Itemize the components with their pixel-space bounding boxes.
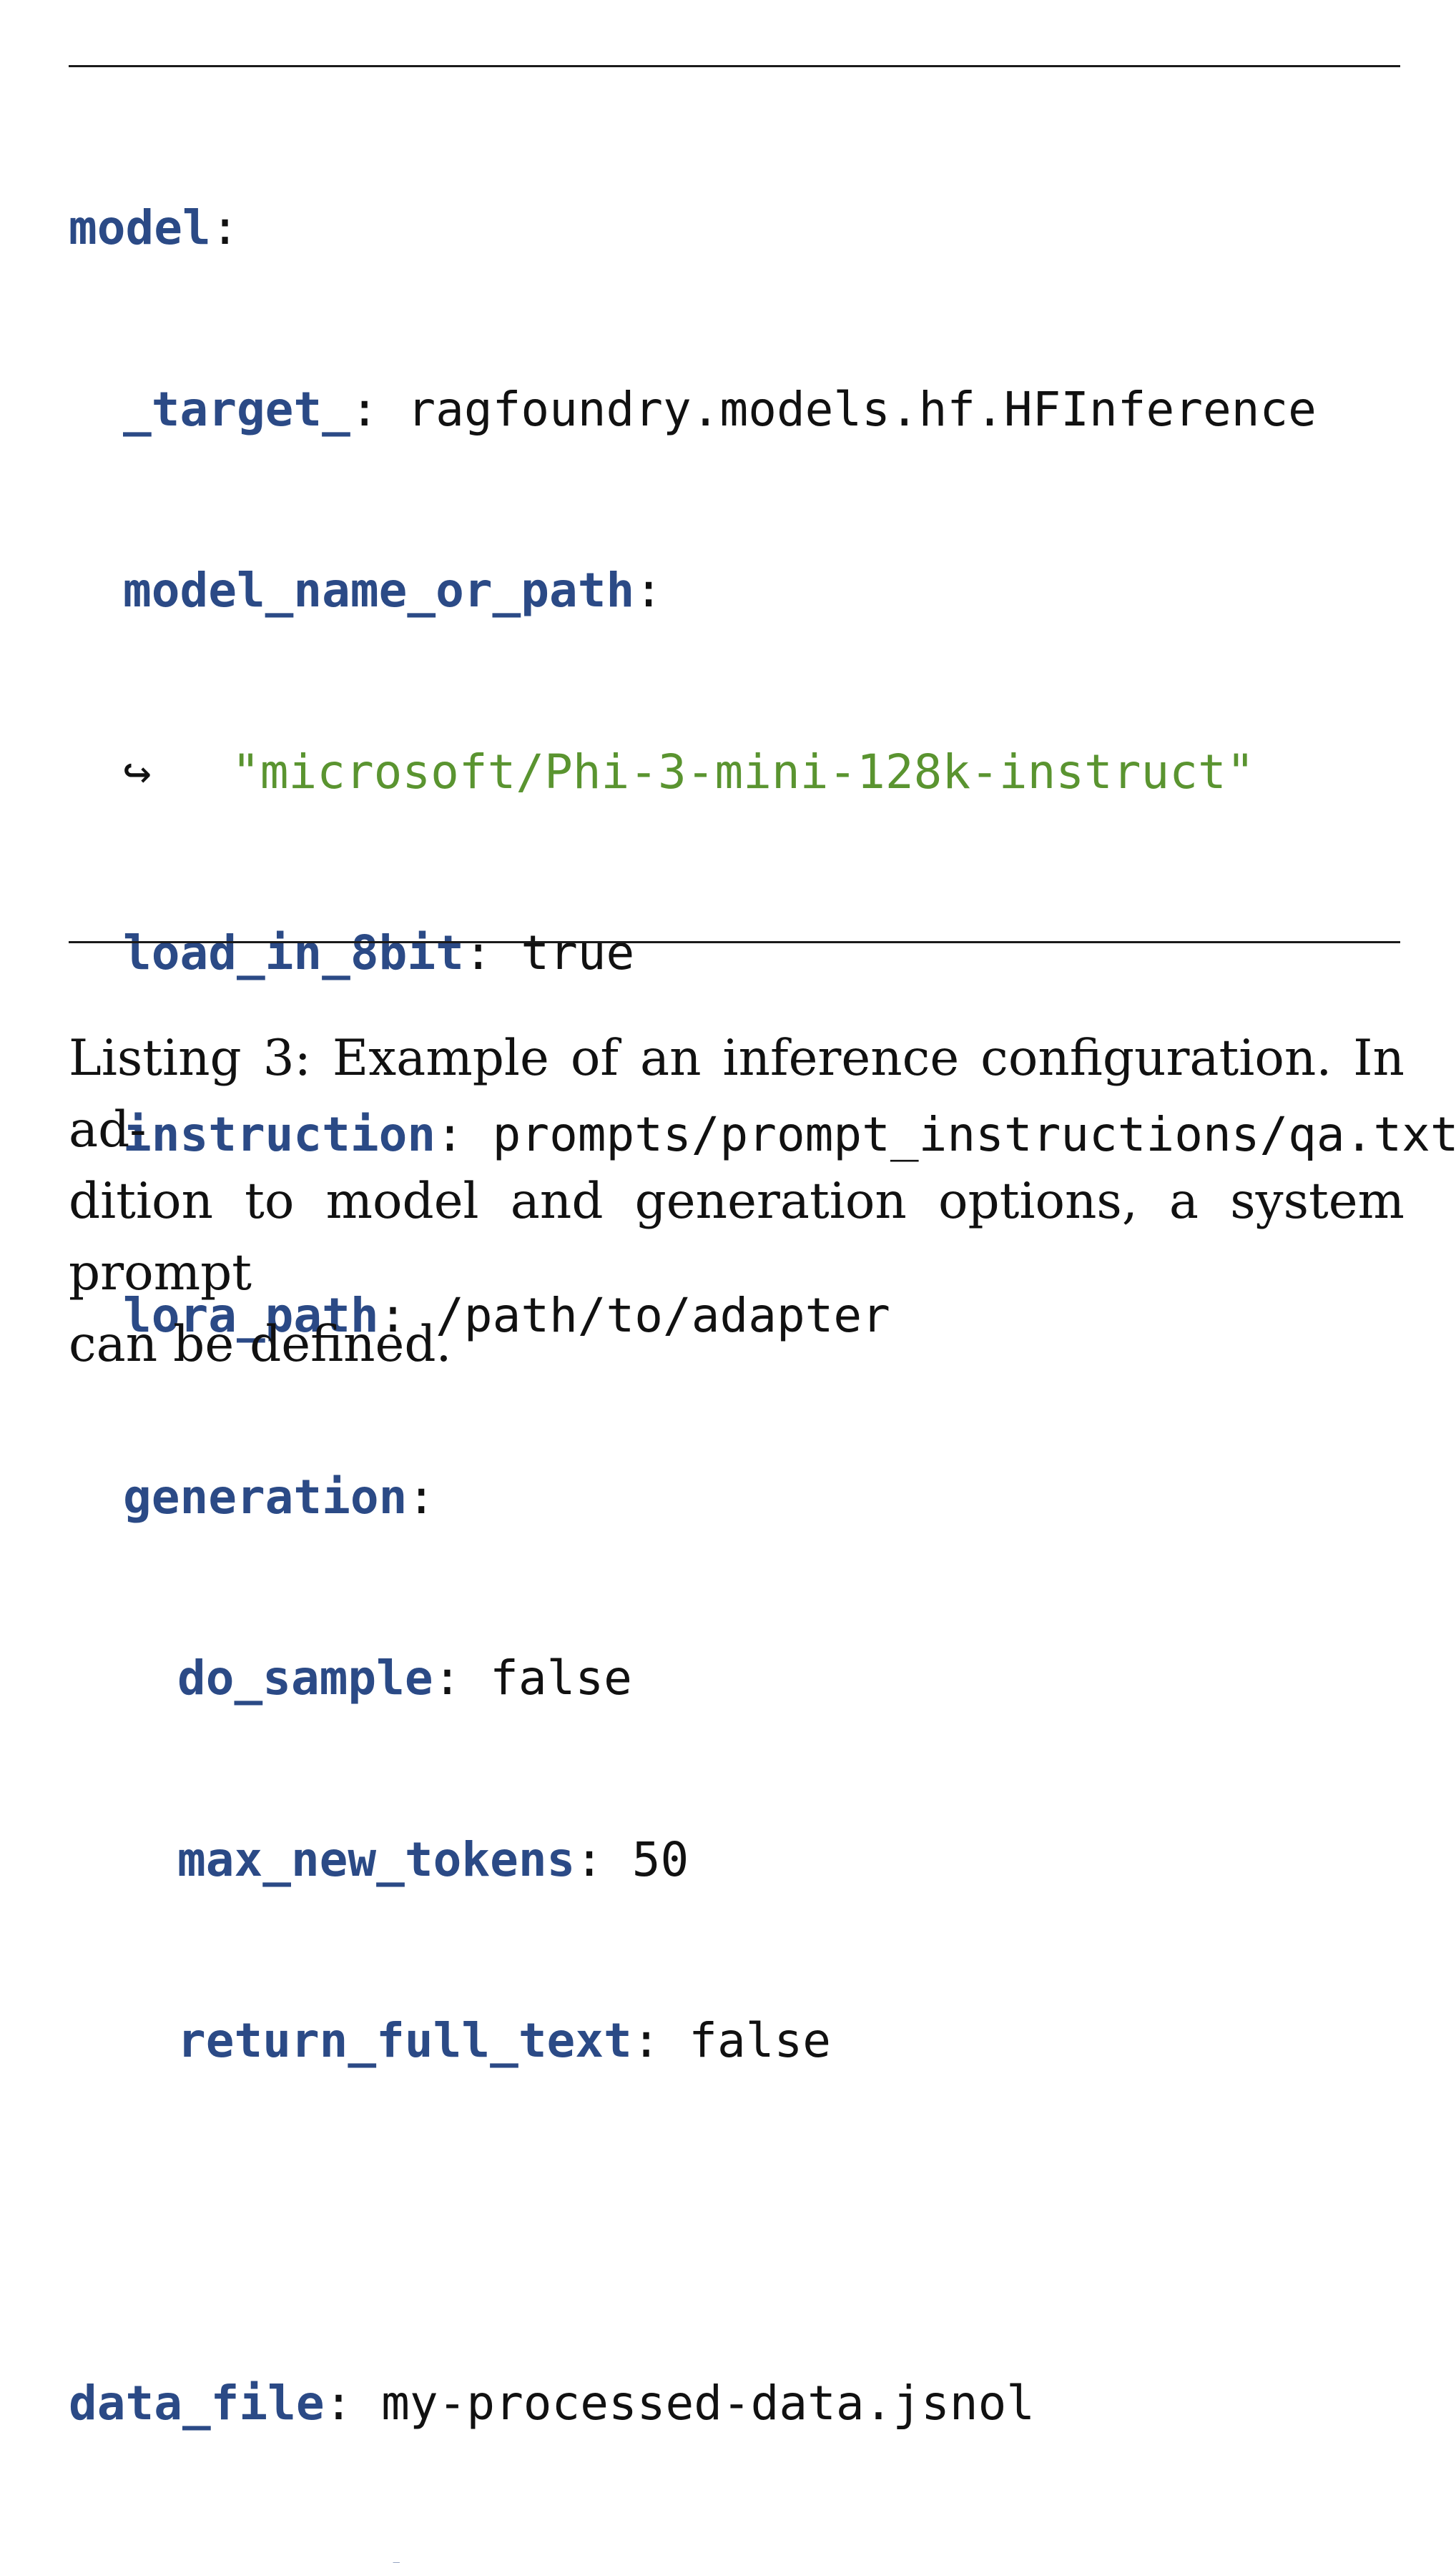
yaml-value-generated-file: model-predictions.jsonl [523, 2557, 1177, 2563]
yaml-key-generated-file: generated_file [69, 2557, 466, 2563]
caption-line-1: Listing 3: Example of an inference confi… [69, 1023, 1405, 1166]
yaml-key-model: model [69, 200, 211, 255]
code-line-return-full-text: return_full_text: false [69, 2011, 1456, 2072]
code-line-load-in-8bit: load_in_8bit: true [69, 923, 1456, 984]
code-blank-line [69, 2193, 1456, 2253]
code-line-generated-file: generated_file: model-predictions.jsonl [69, 2555, 1456, 2563]
yaml-value-do-sample: false [490, 1651, 632, 1706]
line-continuation-arrow-icon: ↪ [123, 742, 232, 803]
code-line-model-name: model_name_or_path: [69, 561, 1456, 621]
yaml-key-return-full-text: return_full_text [177, 2013, 632, 2068]
yaml-key-do-sample: do_sample [177, 1651, 433, 1706]
caption-line-3: can be defined. [69, 1309, 1405, 1380]
listing-bottom-rule [69, 941, 1400, 943]
yaml-key-load-in-8bit: load_in_8bit [123, 925, 464, 980]
code-line-model: model: [69, 198, 1456, 259]
yaml-key-data-file: data_file [69, 2376, 325, 2431]
yaml-value-return-full-text: false [689, 2013, 831, 2068]
yaml-value-data-file: my-processed-data.jsnol [381, 2376, 1035, 2431]
yaml-key-target: _target_ [123, 382, 350, 437]
yaml-value-target: ragfoundry.models.hf.HFInference [407, 382, 1317, 437]
code-line-generation: generation: [69, 1467, 1456, 1528]
listing-top-rule [69, 65, 1400, 67]
code-line-do-sample: do_sample: false [69, 1648, 1456, 1709]
yaml-value-max-new-tokens: 50 [632, 1832, 689, 1887]
code-line-max-new-tokens: max_new_tokens: 50 [69, 1830, 1456, 1891]
caption-line-2: dition to model and generation options, … [69, 1166, 1405, 1309]
yaml-key-generation: generation [123, 1470, 407, 1525]
yaml-key-max-new-tokens: max_new_tokens [177, 1832, 575, 1887]
code-line-model-name-value: ↪"microsoft/Phi-3-mini-128k-instruct" [69, 742, 1456, 803]
yaml-value-model-name: "microsoft/Phi-3-mini-128k-instruct" [232, 744, 1254, 800]
listing-caption: Listing 3: Example of an inference confi… [69, 1023, 1405, 1380]
yaml-key-model-name: model_name_or_path [123, 563, 634, 618]
code-line-data-file: data_file: my-processed-data.jsnol [69, 2373, 1456, 2434]
code-line-target: _target_: ragfoundry.models.hf.HFInferen… [69, 380, 1456, 441]
yaml-value-load-in-8bit: true [521, 925, 634, 980]
